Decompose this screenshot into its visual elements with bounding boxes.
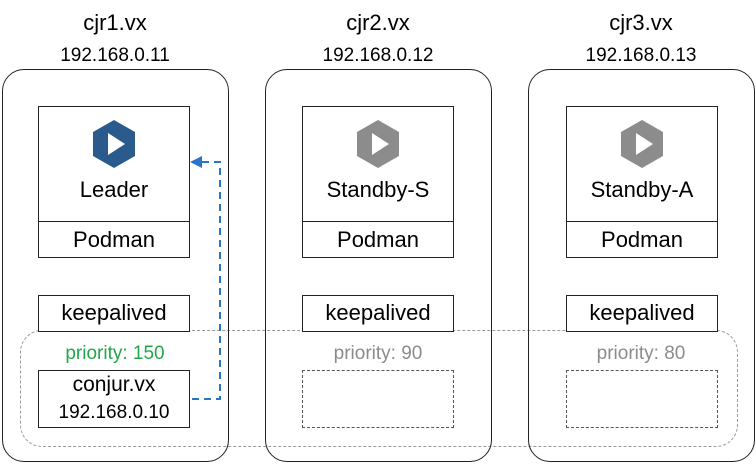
podman-box-cjr1: Podman [38,221,190,258]
podman-box-cjr3: Podman [566,221,718,258]
virtual-ip-address: 192.168.0.10 [58,402,170,423]
host-name-cjr2: cjr2.vx [346,10,410,35]
standby-a-container: Standby-A [566,106,718,222]
priority-label-cjr1: priority: 150 [65,343,165,364]
host-name-cjr1: cjr1.vx [83,10,147,35]
keepalived-box-cjr3: keepalived [566,295,718,332]
role-label-leader: Leader [79,177,149,202]
standby-a-play-hexagon-icon [621,120,663,168]
role-label-standby-s: Standby-S [326,177,430,202]
virtual-ip-placeholder-cjr3 [566,370,718,428]
host-box-cjr2 [265,69,492,462]
standby-s-play-hexagon-icon [357,120,399,168]
virtual-ip-name: conjur.vx [72,373,156,396]
podman-box-cjr2: Podman [302,221,454,258]
virtual-ip-box: conjur.vx 192.168.0.10 [38,370,190,428]
host-box-cjr1 [2,69,229,462]
standby-s-container: Standby-S [302,106,454,222]
leader-play-hexagon-icon [93,120,135,168]
host-name-cjr3: cjr3.vx [609,10,673,35]
virtual-ip-placeholder-cjr2 [302,370,454,428]
priority-label-cjr2: priority: 90 [333,343,423,364]
vip-to-leader-arrow [190,156,221,400]
keepalived-box-cjr1: keepalived [38,295,190,332]
host-ip-cjr2: 192.168.0.12 [322,45,434,66]
host-ip-cjr3: 192.168.0.13 [585,45,697,66]
host-ip-cjr1: 192.168.0.11 [60,45,170,66]
leader-container: Leader [38,106,190,222]
role-label-standby-a: Standby-A [590,177,694,202]
host-box-cjr3 [528,69,755,462]
priority-label-cjr3: priority: 80 [596,343,686,364]
keepalived-box-cjr2: keepalived [302,295,454,332]
